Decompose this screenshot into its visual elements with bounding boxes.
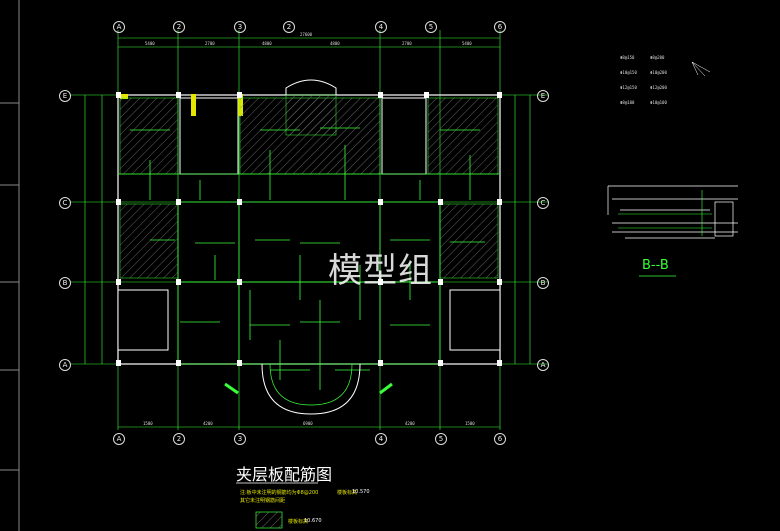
- columns: [116, 92, 502, 366]
- dim-bottom-2: 4200: [203, 421, 213, 426]
- dim-top-6: 5400: [462, 41, 472, 46]
- legend-item-7: Φ8@100: [620, 100, 635, 105]
- legend-item-5: Φ12@150: [620, 85, 637, 90]
- axis-top-2: 2: [173, 21, 185, 33]
- axis-left-a: A: [59, 359, 71, 371]
- axis-bottom-5: 5: [435, 433, 447, 445]
- note-line-2: 其它未注明钢筋间距: [240, 498, 286, 504]
- axis-top-6: 5: [425, 21, 437, 33]
- dim-top-3: 4800: [262, 41, 272, 46]
- axis-left-e: E: [59, 90, 71, 102]
- inner-slab-borders: [118, 173, 500, 365]
- legend-item-2: Φ8@200: [650, 55, 665, 60]
- bottom-bay-arc-outer: [261, 363, 361, 415]
- elev-label-1: 楼板标高: [337, 490, 358, 496]
- dim-bottom-5: 1500: [465, 421, 475, 426]
- axis-top-3: 3: [234, 21, 246, 33]
- axis-right-a: A: [537, 359, 549, 371]
- legend-item-3: Φ10@150: [620, 70, 637, 75]
- drawing-title: 夹层板配筋图: [236, 465, 333, 484]
- dimension-left: [84, 95, 103, 364]
- elev-value-1: 10.570: [352, 489, 370, 495]
- dim-top-4: 4800: [330, 41, 340, 46]
- axis-right-e: E: [537, 90, 549, 102]
- dim-bottom-1: 1500: [143, 421, 153, 426]
- top-bay-arc: [285, 79, 337, 95]
- elev-label-2: 楼板标高: [288, 519, 309, 525]
- dim-top-1: 5400: [145, 41, 155, 46]
- axis-bottom-2: 2: [173, 433, 185, 445]
- axis-bottom-3: 3: [234, 433, 246, 445]
- axis-bottom-4: 4: [375, 433, 387, 445]
- cut-mark-left: [224, 382, 239, 395]
- hatched-slabs: [119, 94, 499, 279]
- axis-top-5: 4: [375, 21, 387, 33]
- dim-bottom-4: 4200: [405, 421, 415, 426]
- rebar-marks: [130, 127, 485, 390]
- legend-hatch-box: [255, 511, 283, 529]
- cut-mark-right: [379, 382, 393, 395]
- elev-value-2: 10.670: [304, 518, 322, 524]
- legend-item-8: Φ10@100: [650, 100, 667, 105]
- section-bb-rebar: [618, 190, 712, 236]
- section-bb-drawing: [607, 185, 738, 239]
- legend-item-6: Φ12@200: [650, 85, 667, 90]
- axis-right-b: B: [537, 277, 549, 289]
- upper-voids: [117, 97, 501, 351]
- bottom-bay-arc-inner: [269, 363, 353, 406]
- axis-left-b: B: [59, 277, 71, 289]
- axis-bottom-1: A: [113, 433, 125, 445]
- dim-top-total: 27600: [300, 32, 313, 37]
- axis-right-c: C: [537, 197, 549, 209]
- axis-top-4: 2: [283, 21, 295, 33]
- legend-item-1: Φ8@150: [620, 55, 635, 60]
- axis-top-7: 6: [494, 21, 506, 33]
- dim-top-5: 2700: [402, 41, 412, 46]
- axis-left-c: C: [59, 197, 71, 209]
- watermark: 模型组: [328, 251, 433, 291]
- legend-item-4: Φ10@200: [650, 70, 667, 75]
- note-line-1: 注:板中未注明的钢筋均为Φ8@200: [240, 490, 319, 496]
- axis-bottom-6: 6: [494, 433, 506, 445]
- axis-top-1: A: [113, 21, 125, 33]
- legend-hook-symbol: [691, 61, 711, 77]
- dim-top-2: 2700: [205, 41, 215, 46]
- dim-bottom-3: 6900: [303, 421, 313, 426]
- dimension-top: [118, 37, 500, 48]
- dimension-right: [514, 95, 531, 364]
- section-label: B--B: [642, 258, 669, 273]
